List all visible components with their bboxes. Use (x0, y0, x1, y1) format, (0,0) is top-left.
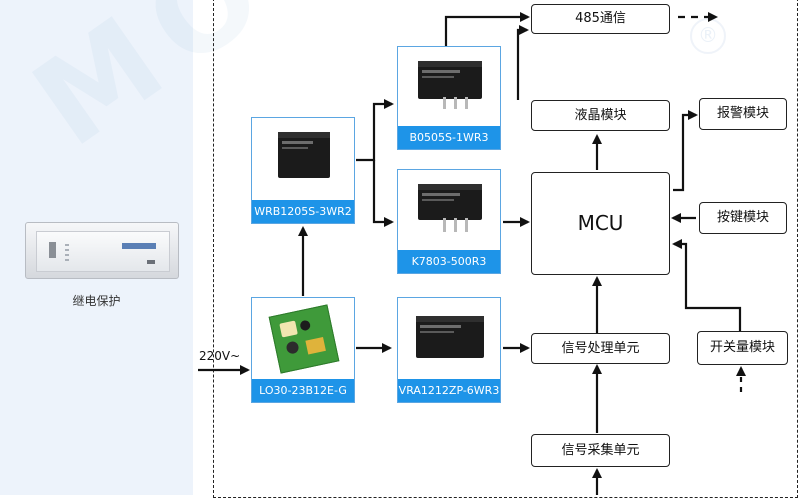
module-icon (418, 184, 482, 220)
block-lcd-module: 液晶模块 (531, 100, 670, 131)
indicator-light-icon (65, 254, 69, 256)
block-key-module: 按键模块 (699, 202, 787, 234)
arrow-wrb-to-b0505 (356, 99, 394, 162)
arrow-mcu-to-alarm (673, 110, 698, 192)
arrow-wrb-to-k7803 (372, 160, 394, 227)
device-front-panel (36, 231, 170, 272)
block-mcu: MCU (531, 172, 670, 275)
device-label: 继电保护 (72, 294, 121, 308)
block-switch-module: 开关量模块 (697, 331, 788, 365)
indicator-light-icon (65, 259, 69, 261)
product-lo30: LO30-23B12E-G (251, 297, 355, 403)
arrow-switch-to-mcu (672, 239, 742, 331)
product-label: WRB1205S-3WR2 (252, 200, 354, 223)
arrow-lcd-to-485 (516, 25, 529, 100)
product-wrb1205s: WRB1205S-3WR2 (251, 117, 355, 224)
product-label: LO30-23B12E-G (252, 379, 354, 402)
product-label: VRA1212ZP-6WR3 (398, 379, 500, 402)
arrow-b0505-to-485 (444, 12, 530, 46)
block-signal-processing: 信号处理单元 (531, 333, 670, 364)
pcb-module-icon (268, 304, 340, 374)
product-label: K7803-500R3 (398, 250, 500, 273)
device-badge-icon (49, 242, 56, 258)
block-alarm-module: 报警模块 (699, 98, 787, 130)
input-voltage-label: 220V~ (199, 349, 241, 363)
product-b0505s: B0505S-1WR3 (397, 46, 501, 150)
port-icon (147, 260, 155, 264)
product-k7803: K7803-500R3 (397, 169, 501, 274)
block-485-comm: 485通信 (531, 4, 670, 34)
module-icon (278, 132, 330, 178)
block-signal-acquisition: 信号采集单元 (531, 434, 670, 467)
indicator-light-icon (65, 244, 69, 246)
device-logo-icon (122, 243, 156, 249)
relay-protection-device (25, 222, 179, 279)
product-vra1212zp: VRA1212ZP-6WR3 (397, 297, 501, 403)
indicator-light-icon (65, 249, 69, 251)
product-label: B0505S-1WR3 (398, 126, 500, 149)
module-icon (418, 61, 482, 99)
module-icon (416, 316, 484, 358)
